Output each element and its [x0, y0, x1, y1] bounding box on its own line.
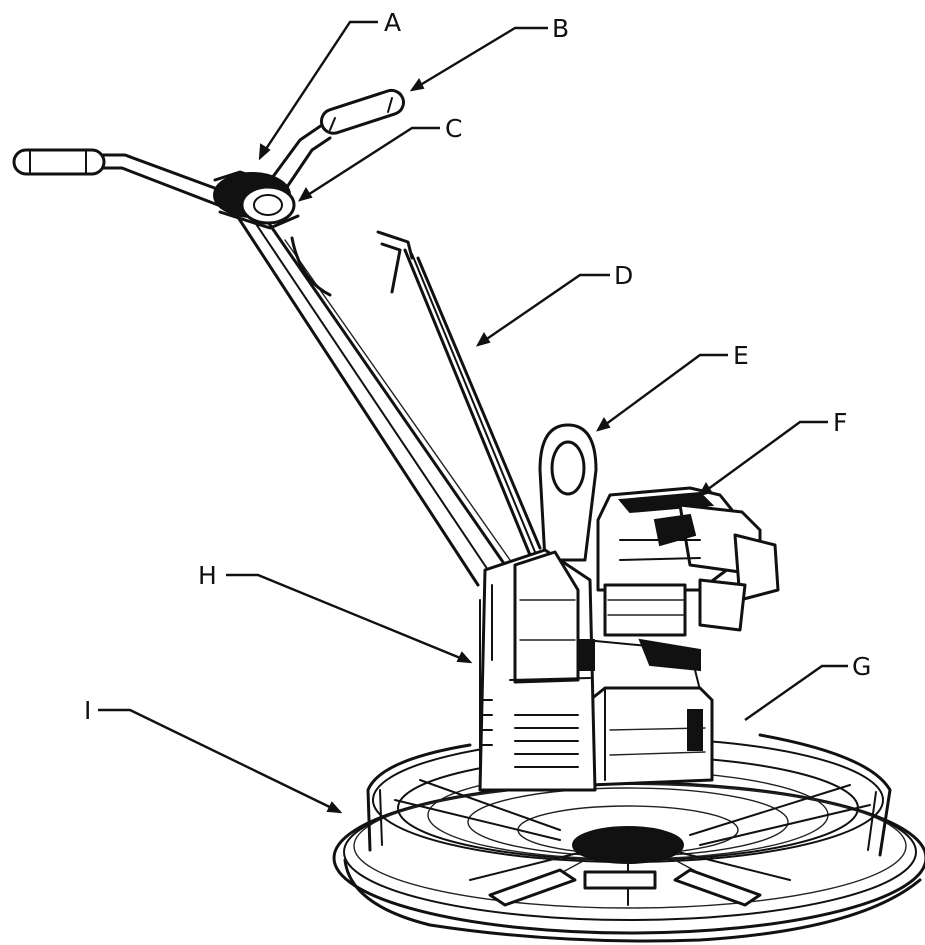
label-a: A	[384, 8, 401, 37]
label-d: D	[614, 261, 633, 290]
label-g: G	[852, 652, 871, 681]
gearbox	[588, 686, 714, 787]
left-handle-grip	[12, 148, 222, 207]
label-i: I	[84, 696, 91, 725]
label-e: E	[733, 341, 749, 370]
belt-guard-housing	[478, 548, 597, 792]
lifting-hook	[538, 423, 598, 562]
pitch-control-lever	[376, 230, 542, 557]
label-h: H	[198, 561, 217, 590]
handle-shaft	[230, 206, 511, 587]
callout-leaders	[98, 20, 848, 814]
engine	[584, 486, 780, 691]
throttle-control-assembly	[213, 170, 300, 230]
label-f: F	[833, 408, 847, 437]
right-handle-grip	[270, 88, 405, 192]
trowel-blade-cage	[366, 733, 892, 907]
label-c: C	[445, 114, 462, 143]
label-b: B	[552, 14, 569, 43]
